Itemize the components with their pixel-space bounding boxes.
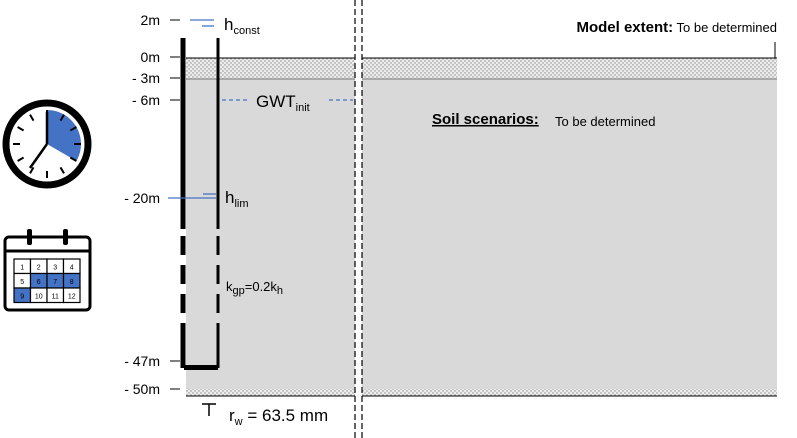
h-const-marker bbox=[190, 19, 214, 27]
calendar-day-number: 2 bbox=[37, 264, 41, 271]
model-break-gap bbox=[355, 0, 362, 438]
calendar-day-number: 1 bbox=[20, 264, 24, 271]
model-extent-text: Model extent: To be determined bbox=[576, 19, 777, 36]
calendar-day-number: 11 bbox=[52, 293, 59, 300]
soil-scenarios-value: To be determined bbox=[555, 114, 655, 129]
calendar-day-number: 7 bbox=[53, 279, 57, 286]
h-lim-label: hlim bbox=[225, 188, 249, 210]
clock-icon bbox=[2, 99, 92, 189]
depth-label-minus-3m: - 3m bbox=[132, 70, 160, 86]
calendar-day-number: 4 bbox=[70, 264, 74, 271]
calendar-day-cell bbox=[62, 287, 81, 304]
depth-label-minus-47m: - 47m bbox=[124, 353, 160, 369]
calendar-day-number: 10 bbox=[35, 293, 43, 300]
depth-label-minus-20m: - 20m bbox=[124, 190, 160, 206]
calendar-day-number: 9 bbox=[20, 293, 24, 300]
calendar-day-number: 5 bbox=[20, 279, 24, 286]
depth-ticks bbox=[170, 19, 180, 390]
gwt-init-label: GWTinit bbox=[256, 92, 310, 114]
calendar-day-number: 3 bbox=[53, 264, 57, 271]
h-const-label: hconst bbox=[224, 15, 260, 37]
depth-label-minus-6m: - 6m bbox=[132, 92, 160, 108]
calendar-day-number: 12 bbox=[68, 293, 76, 300]
bottom-boundary-layer bbox=[186, 389, 777, 396]
calendar-day-number: 8 bbox=[70, 279, 74, 286]
depth-label-minus-50m: - 50m bbox=[124, 381, 160, 397]
top-fill-layer bbox=[186, 58, 777, 79]
calendar-day-number: 6 bbox=[37, 279, 41, 286]
depth-label-2m: 2m bbox=[141, 12, 160, 28]
soil-scenarios-label: Soil scenarios: bbox=[432, 111, 539, 128]
well-radius-label: rw = 63.5 mm bbox=[229, 406, 328, 428]
k-gp-label: kgp=0.2kh bbox=[226, 279, 283, 297]
depth-label-0m: 0m bbox=[141, 49, 160, 65]
well-bottom-plug bbox=[184, 365, 218, 370]
soil-body bbox=[186, 79, 777, 390]
well-radius-bracket bbox=[202, 403, 216, 416]
